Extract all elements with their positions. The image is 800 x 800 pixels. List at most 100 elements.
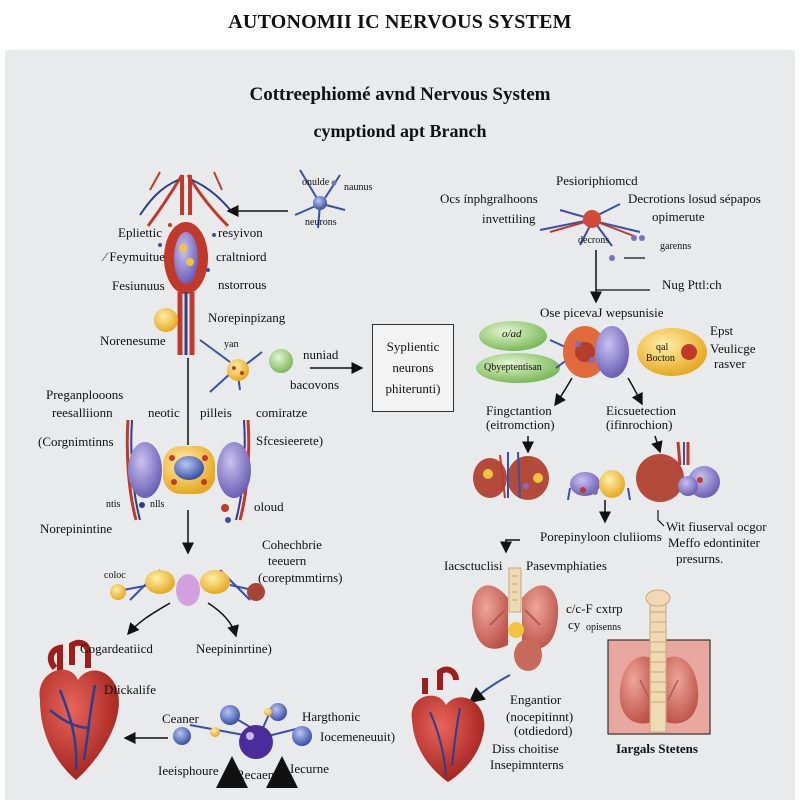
ganglion-label: neotic	[148, 405, 180, 420]
neuron-icon	[294, 169, 346, 229]
arrow-icon	[468, 674, 511, 704]
neuron-icon	[539, 203, 645, 261]
arrow-icon	[127, 602, 171, 636]
ganglion-label: reesalliionn	[52, 405, 113, 420]
heart-icon	[636, 441, 720, 502]
bottom-right-label: (otdiedord)	[514, 723, 573, 738]
outcome-label: Wit fiuserval ocgor	[666, 519, 767, 534]
spine-label: resyivon	[218, 225, 263, 240]
bottom-right-label: Insepimnterns	[490, 757, 564, 772]
outcome-label: Porepinyloon cluliioms	[540, 529, 662, 544]
branch-label: Eicsuetection	[606, 403, 677, 418]
heart-label: Dlickalife	[104, 682, 156, 697]
bottom-ganglion-label: (coreptmmtirns)	[258, 570, 343, 585]
spine-label: Norenesume	[100, 333, 166, 348]
heart-label: Hargthonic	[302, 709, 361, 724]
branch-subtitle: cymptiond apt Branch	[313, 121, 487, 141]
ganglion-label: Preganplooons	[46, 387, 124, 402]
arrow-icon	[651, 435, 663, 454]
ganglion-label: pilleis	[200, 405, 232, 420]
box-line: phiterunti)	[385, 381, 441, 396]
right-top-label: Nug Pttl:ch	[662, 277, 722, 292]
spinal-cord-icon	[139, 171, 233, 355]
bottom-ganglion-label: Neepininrtine)	[196, 641, 272, 656]
outcome-label: Meffo edontiniter	[668, 535, 760, 550]
spine-label: Norepinpizang	[208, 310, 286, 325]
heart-icon	[473, 451, 549, 500]
bottom-ganglion-label: coloc	[104, 570, 126, 581]
ganglion-label: nlls	[150, 499, 165, 510]
trachea-icon	[645, 589, 671, 733]
ganglion-icon	[476, 321, 707, 383]
ganglion-label: (Corgnimtinns	[38, 434, 114, 449]
lung-label: Pasevmphiaties	[526, 558, 607, 573]
pathway-label: bacovons	[290, 377, 340, 392]
spine-label: craltniord	[216, 249, 267, 264]
right-top-label: invettiling	[482, 211, 536, 226]
lung-label: Iacsctuclisi	[444, 558, 503, 573]
neuron-icon	[199, 339, 293, 393]
right-top-label: decrons	[578, 235, 610, 246]
right-middle-label: Bocton	[646, 353, 675, 364]
right-top-label: Pesioriphiomcd	[556, 173, 638, 188]
right-top-label: opimerute	[652, 209, 705, 224]
right-top-label: Ocs ínphgralhoons	[440, 191, 538, 206]
heart-icon	[411, 666, 485, 782]
box-line: neurons	[392, 360, 434, 375]
arrow-icon	[657, 510, 665, 527]
neuron-icon	[173, 703, 312, 788]
ganglion-icon	[154, 308, 178, 332]
lung-label: opisenns	[586, 622, 621, 633]
ganglion-label: ntis	[106, 499, 121, 510]
ganglion-icon	[110, 569, 265, 606]
spine-label: nstorrous	[218, 277, 267, 292]
sympathetic-neurons-box: Syplientic neurons phiterunti)	[372, 324, 454, 412]
yan-label: yan	[224, 339, 239, 350]
bottom-right-label: Iargals Stetens	[616, 741, 698, 756]
bottom-right-label: Diss choitise	[492, 741, 559, 756]
neuron-label: neurons	[305, 217, 337, 228]
heart-icon	[39, 639, 119, 780]
ganglion-icon	[125, 419, 251, 523]
right-middle-label: Ose picevaJ wepsunisie	[540, 305, 664, 320]
branch-label: (eitromction)	[486, 417, 555, 432]
page-title: AUTONOMII IC NERVOUS SYSTEM	[228, 11, 572, 33]
right-middle-label: o/ad	[502, 328, 522, 340]
arrow-icon	[207, 602, 239, 638]
right-middle-label: Veulicge	[710, 341, 756, 356]
branch-label: (ifinrochion)	[606, 417, 673, 432]
neuron-label: onulde	[302, 177, 330, 188]
right-middle-label: Epst	[710, 323, 734, 338]
heart-label: Recaent	[236, 767, 278, 782]
right-middle-label: qal	[656, 342, 669, 353]
pathway-label: nuniad	[303, 347, 339, 362]
outcome-label: presurns.	[676, 551, 724, 566]
spine-label: ⁄ Feymuitue	[104, 249, 166, 264]
ganglion-label: Norepinintine	[40, 521, 113, 536]
right-top-label: Decrotions losud sépapos	[628, 191, 761, 206]
bottom-ganglion-label: Cohechbrie	[262, 537, 322, 552]
heart-label: Iecurne	[290, 761, 329, 776]
bottom-right-label: (nocepitinnt)	[506, 709, 574, 724]
bottom-ganglion-label: Cogardeatiicd	[80, 641, 153, 656]
diagram-subtitle: Cottreephiomé avnd Nervous System	[249, 84, 551, 105]
right-top-label: garenns	[660, 241, 692, 252]
arrow-icon	[627, 377, 643, 406]
ganglion-label: comiratze	[256, 405, 308, 420]
right-middle-label: Qbyeptentisan	[484, 362, 542, 373]
spine-label: Fesiunuus	[112, 278, 165, 293]
lung-label: cy	[568, 617, 581, 632]
ganglion-icon	[567, 470, 631, 501]
spine-label: Epliettic	[118, 225, 163, 240]
arrow-icon	[554, 377, 573, 407]
heart-label: Ieeisphoure	[158, 763, 219, 778]
branch-label: Fingctantion	[486, 403, 552, 418]
box-line: Syplientic	[386, 339, 440, 354]
heart-label: Ceaner	[162, 711, 199, 726]
lung-label: c/c-F cxtrp	[566, 601, 623, 616]
header-band	[0, 0, 800, 48]
ganglion-label: oloud	[254, 499, 284, 514]
arrow-icon	[500, 539, 520, 554]
